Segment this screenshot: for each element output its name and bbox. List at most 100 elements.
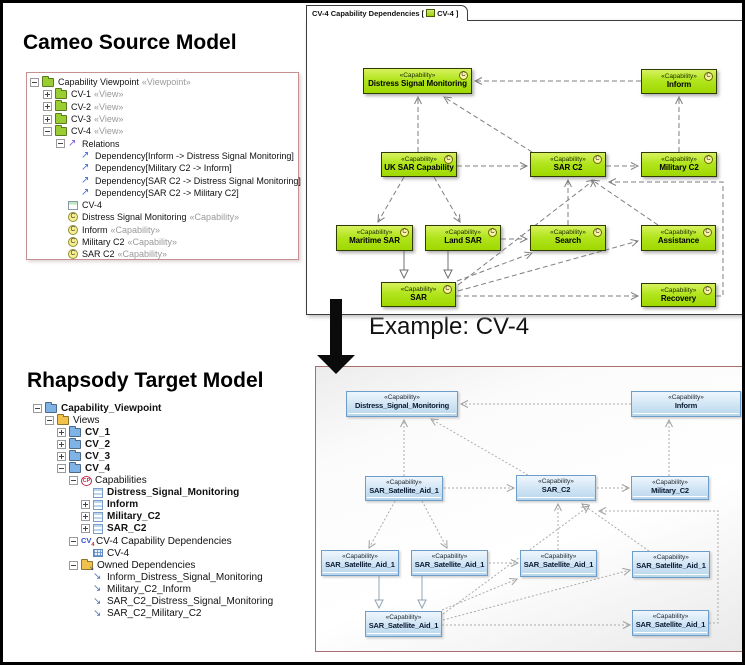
tree-item-cv2[interactable]: CV_2 (31, 437, 321, 450)
diagram-tab-title: CV-4 Capability Dependencies (312, 9, 420, 18)
relations-icon (68, 139, 80, 149)
capability-circle-icon (704, 72, 713, 81)
node-search[interactable]: «Capability»Search (530, 225, 606, 251)
tree-item-cv4[interactable]: CV_4 (31, 462, 321, 474)
source-diagram-edges (377, 77, 724, 300)
node-sar-satellite-aid[interactable]: «Capability»SAR_Satellite_Aid_1 (411, 550, 488, 576)
tree-item-capability[interactable]: Military C2«Capability» (27, 236, 298, 248)
collapse-icon[interactable] (69, 536, 78, 546)
dependency-arrow-icon (93, 572, 105, 582)
node-sar-c2[interactable]: «Capability»SAR C2 (530, 152, 606, 177)
collapse-icon[interactable] (69, 560, 78, 570)
node-sar-satellite-aid[interactable]: «Capability»SAR_Satellite_Aid_1 (632, 610, 709, 636)
folder-icon (42, 75, 54, 87)
expand-icon[interactable] (57, 439, 66, 449)
tree-item-capability[interactable]: Distress_Signal_Monitoring (31, 487, 321, 499)
node-inform[interactable]: «Capability»Inform (641, 69, 717, 94)
collapse-icon[interactable] (45, 415, 54, 425)
expand-icon[interactable] (57, 427, 66, 437)
tree-item-dependency[interactable]: Dependency[Inform -> Distress Signal Mon… (27, 150, 298, 162)
tree-item-capabilities[interactable]: Capabilities (31, 475, 321, 487)
tree-item-capability[interactable]: Inform«Capability» (27, 224, 298, 236)
tree-item-capability[interactable]: Inform (31, 499, 321, 511)
node-recovery[interactable]: «Capability»Recovery (641, 283, 716, 307)
tree-item-cv3[interactable]: CV-3«View» (27, 112, 298, 125)
dependency-arrow-icon (81, 176, 93, 186)
tree-item-cv4-diagram[interactable]: CV-4 (31, 547, 321, 559)
expand-icon[interactable] (43, 102, 52, 112)
node-distress-signal-monitoring[interactable]: «Capability»Distress_Signal_Monitoring (346, 391, 458, 417)
node-sar-satellite-aid[interactable]: «Capability»SAR_Satellite_Aid_1 (365, 611, 442, 637)
node-sar-c2[interactable]: «Capability»SAR_C2 (516, 475, 596, 501)
collapse-icon[interactable] (30, 77, 39, 87)
capability-circle-icon (593, 228, 602, 237)
tree-item-capability[interactable]: Distress Signal Monitoring«Capability» (27, 211, 298, 223)
transform-arrow (330, 299, 342, 357)
node-uk-sar-capability[interactable]: «Capability»UK SAR Capability (381, 152, 457, 177)
folder-icon (69, 437, 81, 449)
tree-item-views[interactable]: Views (31, 413, 321, 426)
node-maritime-sar[interactable]: «Capability»Maritime SAR (336, 225, 413, 251)
expand-icon[interactable] (81, 500, 90, 510)
expand-icon[interactable] (81, 524, 90, 534)
folder-icon (55, 112, 67, 124)
tree-item-capability[interactable]: SAR C2«Capability» (27, 248, 298, 260)
node-distress-signal-monitoring[interactable]: «Capability»Distress Signal Monitoring (363, 68, 472, 94)
capability-block-icon (93, 487, 103, 498)
tree-item-cv4-capability-dependencies[interactable]: CV-4 Capability Dependencies (31, 535, 321, 547)
node-sar-satellite-aid[interactable]: «Capability»SAR_Satellite_Aid_1 (520, 550, 597, 577)
node-military-c2[interactable]: «Capability»Military C2 (641, 152, 717, 177)
capability-circle-icon (443, 285, 452, 294)
expand-icon[interactable] (57, 451, 66, 461)
tree-item-relations[interactable]: Relations (27, 137, 298, 149)
tree-item-capability[interactable]: SAR_C2 (31, 523, 321, 535)
diagram-tab[interactable]: CV-4 Capability Dependencies [CV-4 ] (306, 5, 469, 21)
node-sar-satellite-aid[interactable]: «Capability»SAR_Satellite_Aid_1 (321, 550, 399, 576)
diagram-icon (68, 200, 78, 210)
diagram-tab-ref: CV-4 (437, 9, 454, 18)
tree-item-cv1[interactable]: CV-1«View» (27, 87, 298, 100)
tree-item-cv3[interactable]: CV_3 (31, 449, 321, 462)
expand-icon[interactable] (81, 512, 90, 522)
tree-item-capability[interactable]: Military_C2 (31, 511, 321, 523)
collapse-icon[interactable] (43, 126, 52, 136)
tree-item-dependency[interactable]: Dependency[Military C2 -> Inform] (27, 162, 298, 174)
tree-item-cv1[interactable]: CV_1 (31, 425, 321, 438)
node-sar[interactable]: «Capability»SAR (381, 282, 456, 307)
tree-item-cv4-diagram[interactable]: CV-4 (27, 199, 298, 211)
collapse-icon[interactable] (56, 139, 65, 149)
tree-item-cv4[interactable]: CV-4«View» (27, 124, 298, 137)
folder-icon (55, 87, 67, 99)
collapse-icon[interactable] (33, 403, 42, 413)
node-land-sar[interactable]: «Capability»Land SAR (425, 225, 501, 251)
node-military-c2[interactable]: «Capability»Military_C2 (631, 476, 709, 500)
expand-icon[interactable] (43, 114, 52, 124)
collapse-icon[interactable] (57, 464, 66, 474)
node-sar-satellite-aid[interactable]: «Capability»SAR_Satellite_Aid_1 (365, 476, 443, 501)
folder-icon (69, 425, 81, 437)
folder-icon (55, 100, 67, 112)
tree-item-capability-viewpoint[interactable]: Capability_Viewpoint (31, 401, 321, 414)
tree-item-dependency[interactable]: Military_C2_Inform (31, 583, 321, 595)
capability-circle-icon (704, 155, 713, 164)
tree-item-owned-dependencies[interactable]: Owned Dependencies (31, 558, 321, 572)
expand-icon[interactable] (43, 89, 52, 99)
capability-circle-icon (459, 71, 468, 80)
collapse-icon[interactable] (69, 476, 78, 486)
node-sar-satellite-aid[interactable]: «Capability»SAR_Satellite_Aid_1 (632, 551, 710, 578)
tree-item-dependency[interactable]: Dependency[SAR C2 -> Distress Signal Mon… (27, 174, 301, 186)
folder-icon (57, 413, 69, 425)
node-inform[interactable]: «Capability»Inform (631, 391, 741, 417)
tree-item-dependency[interactable]: Inform_Distress_Signal_Monitoring (31, 571, 321, 583)
tree-item-capability-viewpoint[interactable]: Capability Viewpoint«Viewpoint» (27, 75, 298, 88)
dependency-arrow-icon (93, 597, 105, 607)
capability-circle-icon (68, 249, 78, 260)
capability-circle-icon (703, 286, 712, 295)
tree-item-cv2[interactable]: CV-2«View» (27, 100, 298, 113)
tree-item-dependency[interactable]: SAR_C2_Distress_Signal_Monitoring (31, 596, 321, 608)
node-assistance[interactable]: «Capability»Assistance (641, 225, 716, 251)
tree-item-dependency[interactable]: SAR_C2_Military_C2 (31, 608, 321, 620)
capability-block-icon (93, 511, 103, 522)
tree-item-dependency[interactable]: Dependency[SAR C2 -> Military C2] (27, 187, 298, 199)
capability-circle-icon (400, 228, 409, 237)
